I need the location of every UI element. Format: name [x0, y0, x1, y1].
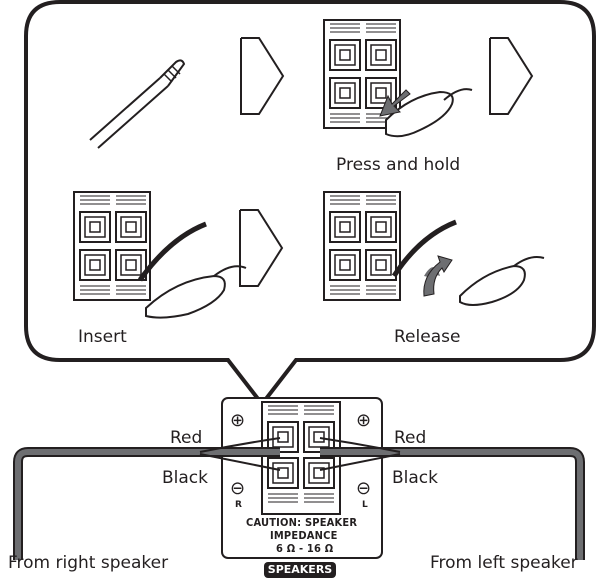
speakers-badge: SPEAKERS	[264, 562, 336, 578]
negative-symbol-left: ⊖	[356, 478, 372, 499]
caution-line-3: 6 Ω - 16 Ω	[276, 542, 334, 555]
step-label-release: Release	[394, 327, 461, 347]
release-illustration	[324, 192, 545, 306]
cable-label-from-left: From left speaker	[430, 553, 578, 573]
wire-label-red-right: Red	[170, 428, 203, 448]
caution-line-2: IMPEDANCE	[270, 529, 338, 542]
channel-label-r: R	[235, 500, 242, 510]
wire-label-black-left: Black	[392, 468, 438, 488]
channel-label-l: L	[362, 500, 368, 510]
speaker-cable-right	[13, 437, 281, 560]
speaker-cable-left	[319, 437, 585, 560]
insert-wire-illustration	[74, 192, 247, 319]
positive-symbol-left: ⊕	[356, 410, 372, 431]
stripped-wire-illustration	[89, 59, 186, 149]
positive-symbol-right: ⊕	[230, 410, 246, 431]
cable-label-from-right: From right speaker	[8, 553, 169, 573]
wire-label-black-right: Black	[162, 468, 208, 488]
press-terminal-illustration	[324, 20, 473, 138]
caution-line-1: CAUTION: SPEAKER	[246, 516, 358, 529]
step-label-press-and-hold: Press and hold	[336, 155, 461, 175]
speaker-terminal-panel	[221, 397, 383, 559]
negative-symbol-right: ⊖	[230, 478, 246, 499]
step-label-insert: Insert	[78, 327, 127, 347]
wire-label-red-left: Red	[394, 428, 427, 448]
